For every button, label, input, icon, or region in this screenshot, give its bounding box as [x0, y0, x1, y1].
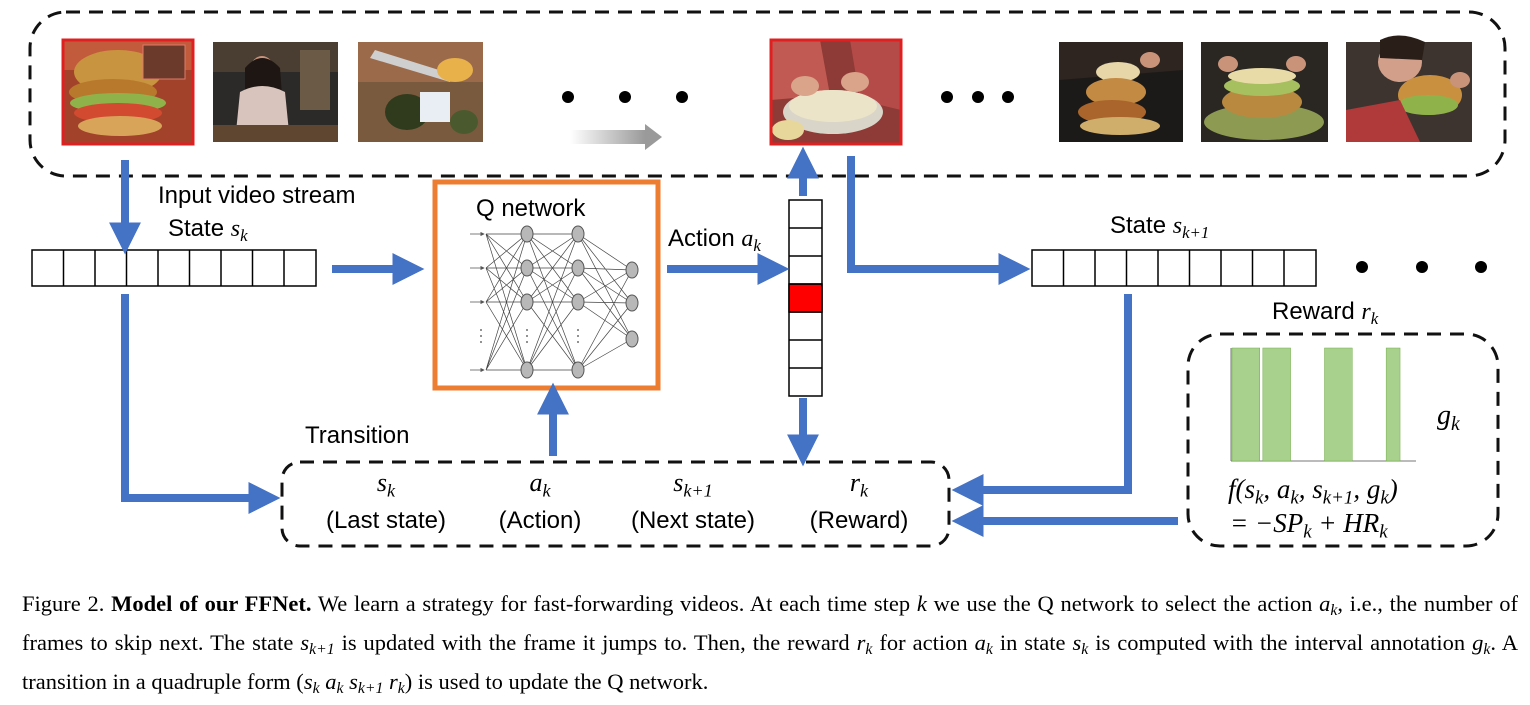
reward-bar	[1324, 347, 1353, 462]
transition-item-reward: rk (Reward)	[809, 468, 909, 535]
state-sk1-label: State sk+1	[1110, 212, 1210, 243]
arrow-state-to-transition	[121, 294, 281, 514]
ellipsis-dots-3	[1356, 261, 1487, 273]
video-frame-4	[769, 38, 903, 146]
state-sk-var: sk	[230, 216, 248, 246]
figure-caption: Figure 2. Model of our FFNet. We learn a…	[22, 591, 1519, 697]
input-video-stream-label: Input video stream	[158, 182, 356, 209]
selected-action-cell	[788, 283, 823, 313]
q-network-label: Q network	[476, 195, 586, 222]
transition-item-action: ak (Action)	[498, 468, 582, 535]
skip-arrow	[570, 124, 662, 150]
video-frame-7	[1346, 35, 1472, 142]
video-frame-5	[1059, 42, 1183, 142]
transition-item-next-state: sk+1 (Next state)	[630, 468, 756, 535]
video-frame-2	[213, 42, 338, 142]
reward-formula-line1: f(sk, ak, sk+1, gk)	[1228, 474, 1398, 509]
diagram-canvas	[28, 10, 1507, 548]
reward-label: Reward rk	[1272, 298, 1379, 329]
arrow-next-state-to-transition	[951, 294, 1132, 506]
flow-arrows	[109, 146, 1178, 537]
transition-label: Transition	[305, 422, 410, 449]
neural-net-icon	[470, 225, 639, 379]
action-label: Action ak	[668, 225, 761, 256]
g-label: gk	[1437, 400, 1460, 435]
transition-item-last-state: sk (Last state)	[325, 468, 447, 535]
state-sk1-var: sk+1	[1172, 213, 1210, 243]
video-frame-1	[61, 38, 195, 146]
reward-chart	[1230, 347, 1416, 462]
action-var: ak	[741, 226, 761, 256]
q-network-box	[432, 179, 661, 391]
ellipsis-dots-2	[941, 91, 1014, 103]
reward-bar	[1262, 347, 1291, 462]
reward-box	[1186, 332, 1500, 548]
state-sk1-vector	[1031, 249, 1317, 287]
video-frame-3	[358, 42, 483, 142]
reward-var: rk	[1361, 299, 1379, 329]
video-frame-6	[1201, 42, 1328, 142]
reward-bar	[1231, 347, 1260, 462]
reward-bar	[1385, 347, 1401, 462]
state-sk-vector	[31, 249, 317, 287]
video-stream-container	[28, 10, 1507, 178]
action-vector	[788, 199, 823, 397]
arrow-frame-to-next-state	[847, 156, 1031, 285]
ellipsis-dots-1	[562, 91, 688, 103]
reward-formula-line2: = −SPk + HRk	[1230, 508, 1388, 543]
state-sk-label: State sk	[168, 215, 248, 246]
